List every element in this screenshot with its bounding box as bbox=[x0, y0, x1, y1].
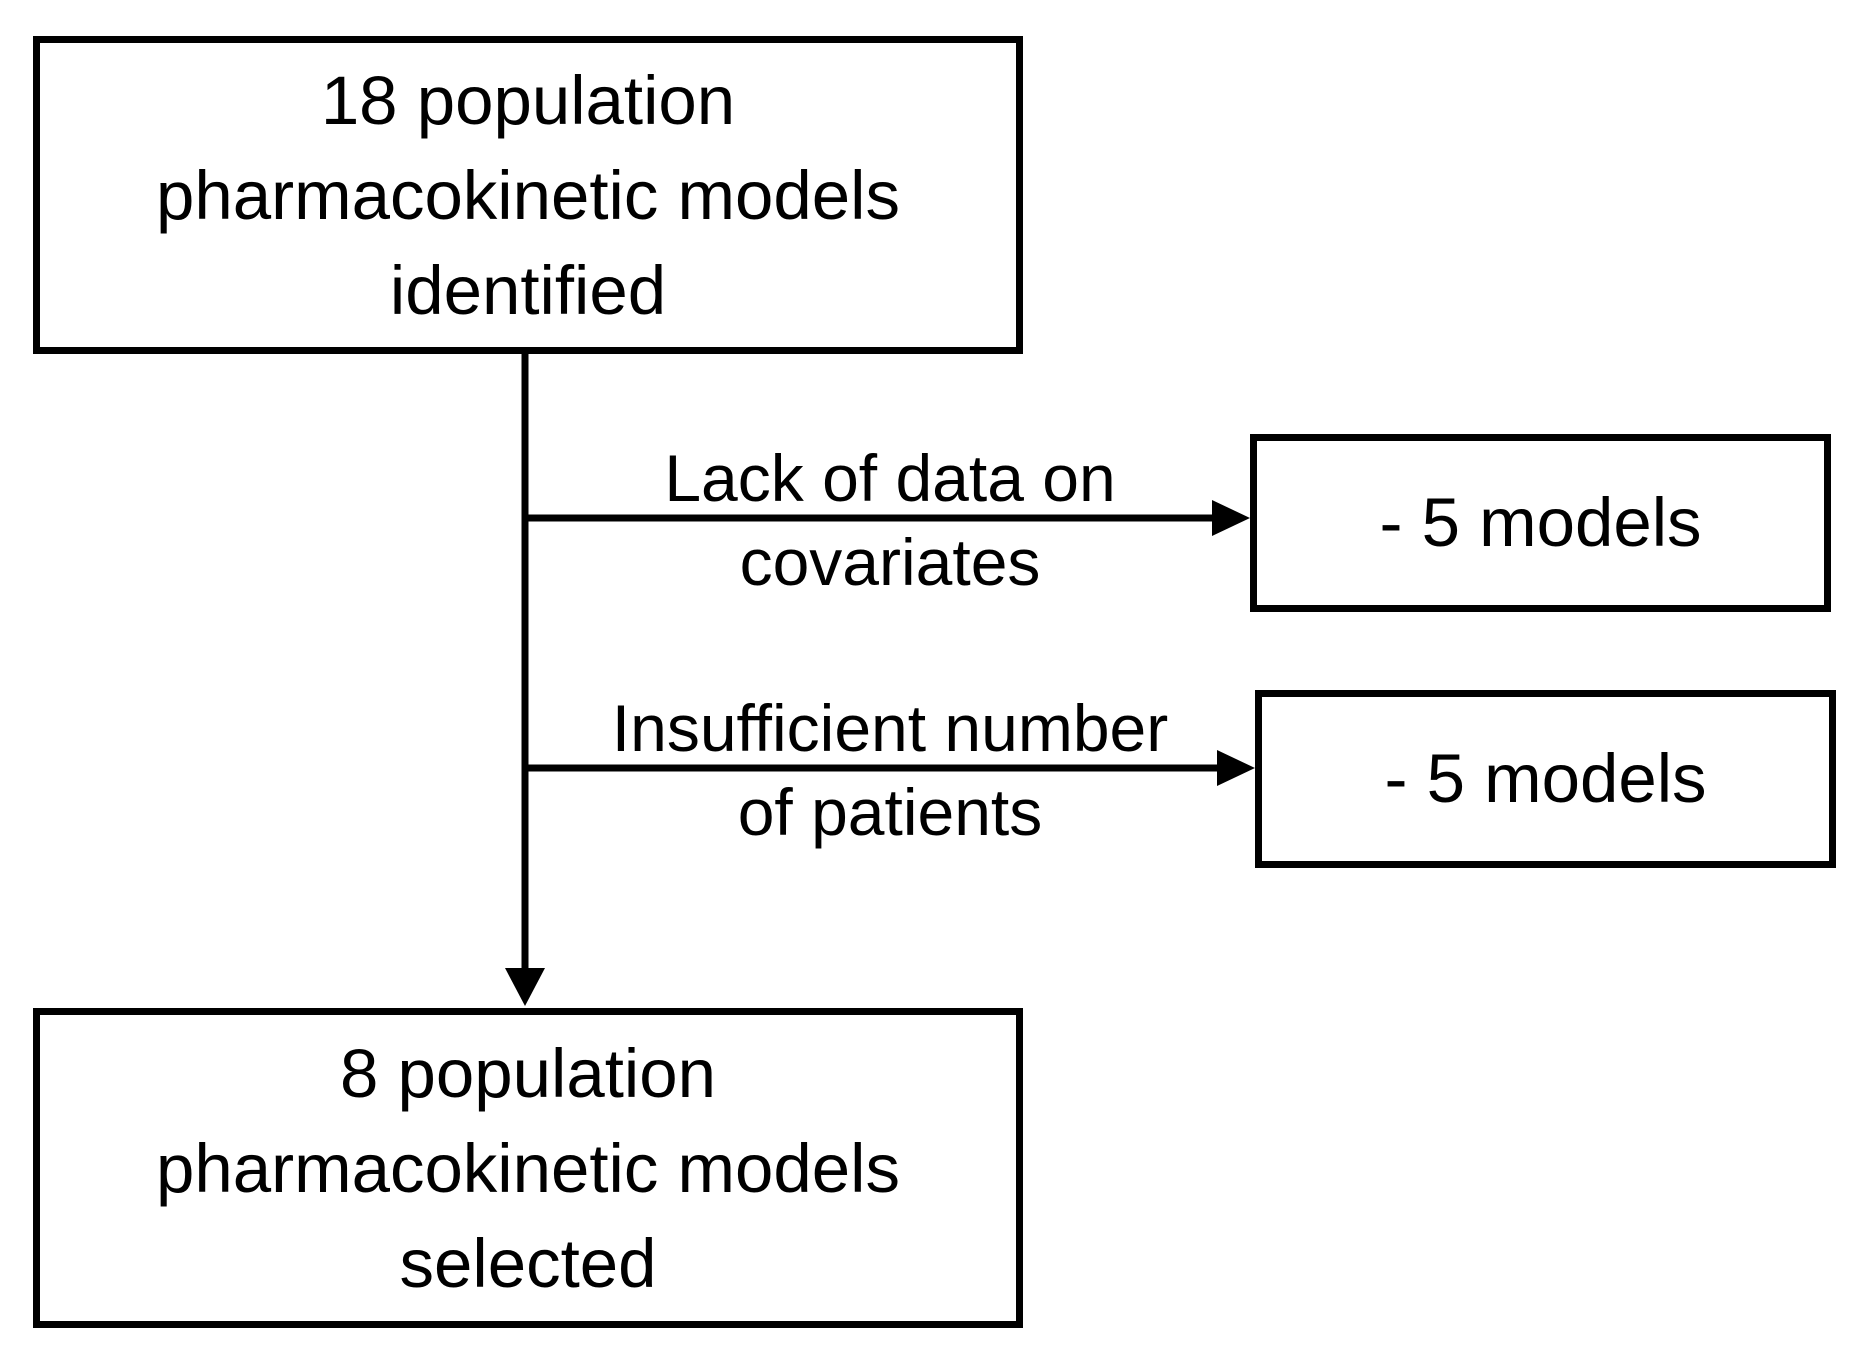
exclusion-2-reason-line-1: Insufficient number bbox=[611, 691, 1169, 765]
exclusion-2-result-box: - 5 models bbox=[1255, 690, 1836, 868]
end-box: 8 population pharmacokinetic models sele… bbox=[33, 1008, 1023, 1328]
exclusion-2-arrowhead bbox=[1217, 750, 1255, 786]
end-box-line-2: pharmacokinetic models bbox=[155, 1129, 900, 1207]
exclusion-1-result: - 5 models bbox=[1379, 484, 1702, 561]
start-box: 18 population pharmacokinetic models ide… bbox=[33, 36, 1023, 354]
start-box-line-1: 18 population bbox=[320, 61, 736, 139]
start-box-line-3: identified bbox=[389, 251, 667, 329]
exclusion-1-reason: Lack of data on covariates bbox=[585, 436, 1195, 604]
exclusion-1-arrowhead bbox=[1212, 500, 1250, 536]
main-arrowhead bbox=[505, 968, 545, 1006]
exclusion-2-result: - 5 models bbox=[1384, 740, 1707, 817]
end-box-line-1: 8 population bbox=[340, 1034, 716, 1112]
end-box-line-3: selected bbox=[399, 1224, 657, 1302]
exclusion-1-result-box: - 5 models bbox=[1250, 434, 1831, 612]
exclusion-2-reason: Insufficient number of patients bbox=[560, 686, 1220, 854]
start-box-line-2: pharmacokinetic models bbox=[155, 156, 900, 234]
exclusion-1-reason-line-1: Lack of data on bbox=[664, 441, 1116, 515]
exclusion-1-reason-line-2: covariates bbox=[739, 525, 1041, 599]
exclusion-2-reason-line-2: of patients bbox=[737, 775, 1043, 849]
